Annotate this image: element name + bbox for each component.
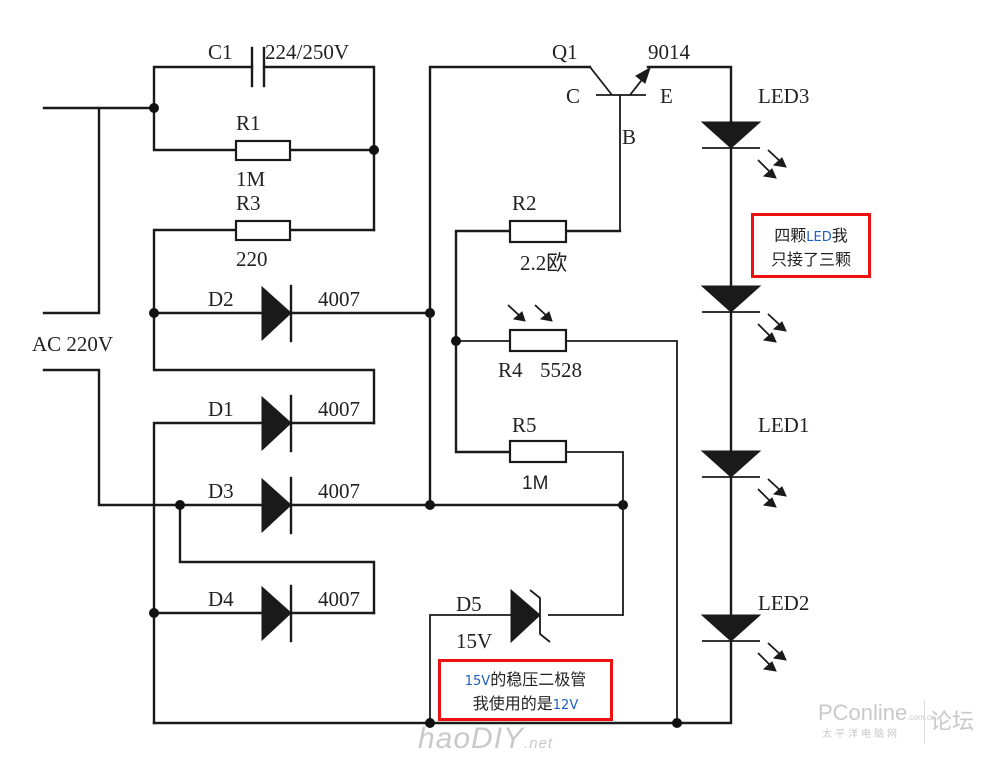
r4-value: 5528	[540, 358, 582, 382]
r2-ref: R2	[512, 191, 537, 215]
led2-ref: LED2	[758, 591, 809, 615]
d1-value: 4007	[318, 397, 360, 421]
r3-ref: R3	[236, 191, 261, 215]
led1-ref: LED1	[758, 413, 809, 437]
positive-rail	[428, 65, 592, 507]
led-unlabeled	[700, 285, 787, 343]
c1-r1-block	[149, 46, 379, 232]
ground-rail	[152, 120, 733, 725]
pconline-watermark: PConline.com.cn 太平洋电脑网 论坛	[818, 700, 978, 745]
r1-ref: R1	[236, 111, 261, 135]
d5-ref: D5	[456, 592, 482, 616]
q1-pin-b: B	[622, 125, 636, 149]
r4-photoresistor	[451, 304, 678, 723]
d3	[175, 476, 628, 615]
q1-value: 9014	[648, 40, 691, 64]
led3-ref: LED3	[758, 84, 809, 108]
r1-body	[234, 139, 292, 162]
r5-ref: R5	[512, 413, 537, 437]
r1-value: 1M	[236, 167, 266, 191]
light-arrows-icon	[507, 304, 553, 322]
zener-note: 15V的稳压二极管 我使用的是12V	[438, 659, 613, 721]
d4-value: 4007	[318, 587, 360, 611]
r3-value: 220	[236, 247, 268, 271]
d2	[149, 284, 435, 343]
r2-value: 2.2欧	[520, 251, 567, 275]
q1-transistor	[589, 65, 733, 230]
d1-ref: D1	[208, 397, 234, 421]
ac-input-wires	[42, 106, 182, 507]
d4	[149, 584, 376, 643]
d4-ref: D4	[208, 587, 234, 611]
d2-value: 4007	[318, 287, 360, 311]
r5	[508, 439, 624, 616]
d2-ref: D2	[208, 287, 234, 311]
r4-ref: R4	[498, 358, 523, 382]
led2	[700, 614, 787, 672]
r5-value: 1M	[522, 473, 548, 494]
c1-ref: C1	[208, 40, 233, 64]
q1-pin-e: E	[660, 84, 673, 108]
led3	[700, 121, 787, 179]
r3	[152, 219, 376, 425]
d5-zener	[429, 588, 551, 723]
d5-value: 15V	[456, 629, 492, 653]
led1	[700, 450, 787, 508]
q1-ref: Q1	[552, 40, 578, 64]
ac-source-label: AC 220V	[32, 332, 113, 356]
q1-pin-c: C	[566, 84, 580, 108]
haodiy-watermark: haoDIY.net	[418, 722, 554, 755]
c1-value: 224/250V	[265, 40, 349, 64]
d3-value: 4007	[318, 479, 360, 503]
led-note: 四颗LED我 只接了三颗	[751, 213, 871, 278]
d3-ref: D3	[208, 479, 234, 503]
d1	[152, 394, 376, 725]
